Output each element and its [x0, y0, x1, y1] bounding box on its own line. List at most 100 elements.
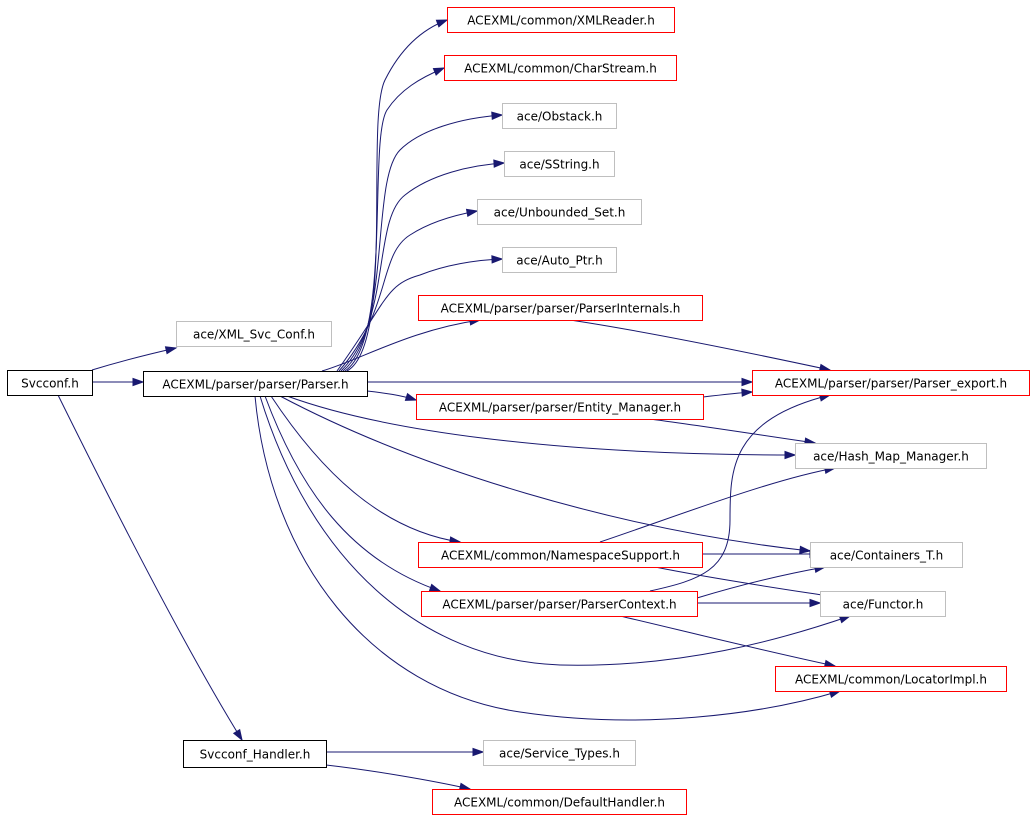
- node-label: ace/Hash_Map_Manager.h: [813, 450, 969, 464]
- node-svcconf[interactable]: Svcconf.h: [7, 370, 93, 396]
- node-parserinternals[interactable]: ACEXML/parser/parser/ParserInternals.h: [418, 295, 703, 321]
- node-charstream[interactable]: ACEXML/common/CharStream.h: [444, 55, 677, 81]
- node-auto-ptr: ace/Auto_Ptr.h: [502, 247, 617, 273]
- node-box: [502, 247, 617, 273]
- node-parser-export[interactable]: ACEXML/parser/parser/Parser_export.h: [752, 370, 1030, 396]
- edge-parser-to-parser_export: [367, 377, 754, 387]
- node-defaulthandler[interactable]: ACEXML/common/DefaultHandler.h: [432, 789, 687, 815]
- edge-parser-to-functor: [259, 395, 852, 666]
- node-parser[interactable]: ACEXML/parser/parser/Parser.h: [143, 371, 368, 397]
- node-box: [795, 443, 987, 469]
- edge-line: [649, 394, 831, 592]
- edge-line: [286, 395, 796, 456]
- edge-line: [344, 67, 445, 372]
- node-label: Svcconf.h: [21, 377, 79, 391]
- edge-parser-to-unbounded_set: [338, 208, 479, 372]
- node-box: [143, 371, 368, 397]
- arrowhead: [132, 377, 145, 387]
- node-service-types: ace/Service_Types.h: [483, 740, 636, 766]
- node-label: ACEXML/parser/parser/Parser.h: [162, 378, 348, 392]
- node-label: ACEXML/common/XMLReader.h: [467, 14, 655, 28]
- arrowhead: [809, 598, 822, 608]
- edge-line: [696, 566, 826, 599]
- node-sstring: ace/SString.h: [504, 151, 615, 177]
- edge-line: [342, 114, 503, 372]
- edge-parserinternals-to-parser_export: [569, 319, 832, 372]
- edge-svcconf-to-parser: [92, 377, 145, 387]
- node-box: [820, 591, 946, 617]
- node-svcconf-handler[interactable]: Svcconf_Handler.h: [183, 740, 327, 768]
- nodes-layer: Svcconf.hace/XML_Svc_Conf.hACEXML/parser…: [7, 7, 1030, 815]
- edge-parser-to-containers_t: [279, 395, 812, 555]
- node-entity-manager[interactable]: ACEXML/parser/parser/Entity_Manager.h: [416, 394, 704, 420]
- arrowhead: [432, 67, 446, 76]
- edges-layer: [57, 19, 852, 791]
- arrowhead: [404, 392, 418, 401]
- edge-line: [264, 395, 441, 592]
- node-box: [421, 591, 698, 617]
- edge-line: [619, 615, 836, 667]
- node-xmlreader[interactable]: ACEXML/common/XMLReader.h: [447, 7, 675, 33]
- node-label: ace/XML_Svc_Conf.h: [193, 328, 315, 342]
- node-box: [176, 321, 332, 347]
- node-containers-t: ace/Containers_T.h: [810, 542, 963, 568]
- edge-svcconf-to-svcconf_handler: [57, 394, 243, 742]
- node-label: ace/Auto_Ptr.h: [516, 254, 602, 268]
- node-label: ACEXML/parser/parser/ParserContext.h: [442, 598, 676, 612]
- edge-entity_manager-to-parser_export: [702, 388, 754, 398]
- node-label: ace/Unbounded_Set.h: [494, 206, 626, 220]
- node-parsercontext[interactable]: ACEXML/parser/parser/ParserContext.h: [421, 591, 698, 617]
- edge-line: [338, 210, 478, 372]
- arrowhead: [435, 19, 449, 28]
- node-box: [183, 740, 327, 768]
- node-label: ace/Service_Types.h: [499, 747, 620, 761]
- edge-line: [91, 347, 177, 371]
- node-box: [444, 55, 677, 81]
- edge-line: [254, 395, 841, 721]
- node-label: ace/Functor.h: [843, 598, 924, 612]
- node-hash-map-manager: ace/Hash_Map_Manager.h: [795, 443, 987, 469]
- edge-parser-to-hash_map_manager: [286, 395, 797, 460]
- edge-line: [569, 319, 831, 371]
- node-locatorimpl[interactable]: ACEXML/common/LocatorImpl.h: [775, 666, 1007, 692]
- node-box: [418, 542, 703, 568]
- edge-parsercontext-to-locatorimpl: [619, 615, 837, 668]
- node-label: ACEXML/common/LocatorImpl.h: [795, 673, 987, 687]
- edge-line: [57, 394, 243, 741]
- node-label: ace/SString.h: [519, 158, 599, 172]
- arrowhead: [232, 728, 243, 742]
- node-unbounded-set: ace/Unbounded_Set.h: [477, 199, 642, 225]
- edge-line: [340, 162, 505, 372]
- arrowhead: [493, 159, 506, 168]
- node-xml-svc-conf: ace/XML_Svc_Conf.h: [176, 321, 332, 347]
- edge-line: [270, 395, 461, 543]
- edge-svcconf-to-xml_svc_conf: [91, 346, 178, 371]
- node-label: ACEXML/parser/parser/Entity_Manager.h: [439, 401, 681, 415]
- arrowhead: [491, 255, 504, 264]
- node-functor: ace/Functor.h: [820, 591, 946, 617]
- node-box: [418, 295, 703, 321]
- edge-namespacesupport-to-hash_map_manager: [599, 465, 837, 543]
- edge-line: [599, 467, 836, 543]
- node-label: ace/Containers_T.h: [830, 549, 944, 563]
- edge-svcconf_handler-to-service_types: [326, 747, 485, 757]
- arrowhead: [465, 208, 479, 218]
- node-box: [477, 199, 642, 225]
- node-box: [504, 151, 615, 177]
- node-box: [752, 370, 1030, 396]
- arrowhead: [428, 583, 442, 592]
- edge-parser-to-charstream: [344, 67, 446, 372]
- edge-parser-to-entity_manager: [366, 390, 418, 401]
- edge-parsercontext-to-containers_t: [696, 564, 827, 599]
- edge-parser-to-auto_ptr: [336, 255, 504, 372]
- node-box: [416, 394, 704, 420]
- arrowhead: [472, 747, 485, 757]
- arrowhead: [799, 545, 812, 555]
- node-box: [483, 740, 636, 766]
- node-label: ACEXML/parser/parser/Parser_export.h: [775, 377, 1007, 391]
- arrowhead: [491, 111, 504, 120]
- node-namespacesupport[interactable]: ACEXML/common/NamespaceSupport.h: [418, 542, 703, 568]
- node-label: Svcconf_Handler.h: [200, 748, 311, 762]
- arrowhead: [741, 388, 754, 397]
